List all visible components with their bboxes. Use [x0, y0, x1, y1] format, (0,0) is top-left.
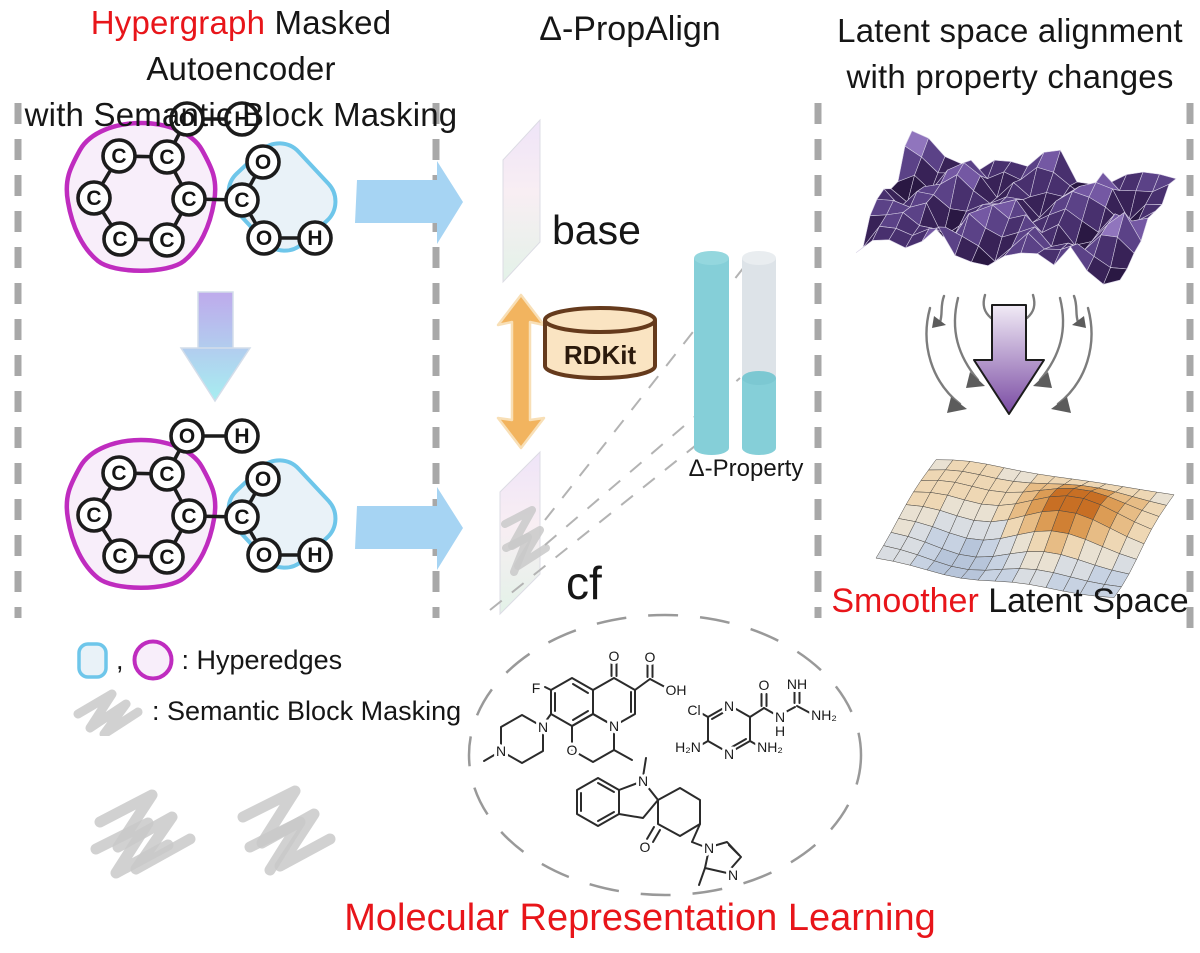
rough-latent-surface: [855, 130, 1177, 285]
base-label: base: [552, 207, 641, 253]
left-title: Hypergraph Masked Autoencoder with Seman…: [0, 0, 482, 138]
smoothing-arrow: [925, 293, 1093, 415]
smoother-highlight: Smoother: [831, 582, 979, 620]
blue-hyperedge-icon: [77, 642, 108, 679]
chem-label: N: [496, 743, 506, 759]
chem-label: O: [640, 839, 651, 855]
chem-structure-b: Cl N N O N H NH NH₂ H₂N NH₂: [672, 673, 840, 765]
chem-label: N: [775, 709, 785, 725]
legend-hyperedges-label: : Hyperedges: [181, 644, 343, 675]
legend-hyperedges: , : Hyperedges: [76, 638, 342, 682]
chem-label: OH: [666, 682, 687, 698]
left-title-highlight: Hypergraph: [90, 4, 266, 41]
cf-label: cf: [566, 557, 602, 609]
chem-label: O: [609, 648, 620, 664]
right-title: Latent space alignment with property cha…: [837, 12, 1183, 95]
molecule-cluster-ellipse: [467, 613, 863, 897]
property-cylinder-full: [694, 251, 729, 455]
chem-label: N: [724, 746, 734, 762]
chem-label: N: [538, 719, 548, 735]
chem-label: N: [724, 698, 734, 714]
purple-hyperedge-icon: [132, 639, 174, 681]
rdkit-database: RDKit: [543, 306, 657, 380]
cf-plane-mask-scribble: [501, 506, 550, 576]
chem-label: H₂N: [675, 739, 701, 755]
center-title: Δ-PropAlign: [539, 10, 721, 48]
projection-dashed-lines: [489, 261, 749, 611]
chem-label: Cl: [687, 702, 700, 718]
chem-label: F: [532, 680, 541, 696]
chem-label: O: [567, 742, 578, 758]
scribble-icon: [73, 689, 143, 736]
legend-masking-label: : Semantic Block Masking: [152, 695, 462, 726]
chem-label: O: [759, 677, 770, 693]
left-title-line2: with Semantic Block Masking: [24, 96, 458, 133]
purple-down-arrow: [973, 304, 1045, 415]
masking-arrow: [179, 291, 252, 403]
encode-arrow-top: [355, 161, 463, 244]
base-latent-plane: [502, 118, 541, 284]
figure-caption: Molecular Representation Learning: [344, 897, 936, 939]
chem-label: NH₂: [757, 739, 783, 755]
molecule-graph-masked: [67, 418, 346, 879]
semantic-block-mask-scribbles: [90, 785, 336, 879]
chem-structure-c: N O N N: [576, 757, 742, 886]
smooth-latent-surface: [875, 459, 1175, 598]
chem-structure-a: F O O OH N N N O: [483, 645, 690, 764]
chem-label: N: [609, 718, 619, 734]
chem-label: N: [638, 773, 648, 789]
chem-label: N: [728, 867, 738, 883]
left-title-line1: Hypergraph Masked Autoencoder: [90, 4, 392, 87]
align-double-arrow: [496, 293, 546, 450]
smoother-caption: Smoother Latent Space: [831, 582, 1189, 620]
chem-label: O: [645, 649, 656, 665]
legend-separator: ,: [116, 644, 124, 675]
chem-label: H: [775, 723, 785, 739]
chem-label: NH₂: [811, 707, 837, 723]
rdkit-label: RDKit: [564, 340, 637, 370]
property-cylinder-partial: [742, 251, 776, 455]
chem-label: NH: [787, 676, 807, 692]
encode-arrow-bottom: [355, 487, 463, 570]
chem-label: N: [704, 840, 714, 856]
legend-masking: : Semantic Block Masking: [70, 686, 461, 736]
delta-property-label: Δ-Property: [688, 455, 804, 482]
